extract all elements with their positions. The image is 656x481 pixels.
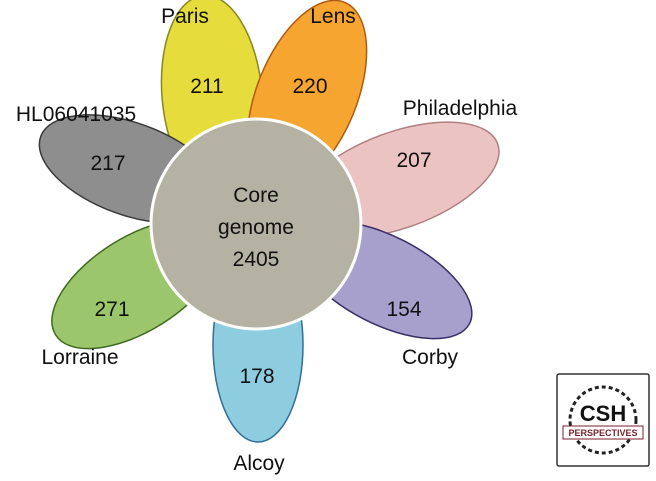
logo-subtitle: PERSPECTIVES: [568, 428, 637, 438]
petal-paris-label: Paris: [161, 5, 209, 28]
petal-corby-label: Corby: [402, 346, 459, 369]
core-genome-label-line2: genome: [218, 216, 294, 239]
core-genome: Core genome 2405: [149, 117, 363, 331]
petal-alcoy-count: 178: [239, 365, 274, 388]
petal-paris-count: 211: [190, 75, 223, 98]
petal-lens-label: Lens: [310, 5, 356, 28]
core-genome-circle: [149, 117, 363, 331]
petal-corby-count: 154: [386, 298, 421, 321]
core-genome-label-line1: Core: [233, 184, 279, 207]
petal-philadelphia-count: 207: [396, 149, 431, 172]
petal-lorraine-count: 271: [94, 298, 129, 321]
petal-hl06041035-label: HL06041035: [16, 103, 136, 126]
logo-ring: [568, 385, 638, 455]
petal-hl06041035-count: 217: [90, 152, 125, 175]
core-genome-count: 2405: [233, 248, 280, 271]
petal-lorraine-label: Lorraine: [41, 346, 118, 369]
petal-lens-count: 220: [292, 75, 327, 98]
petal-philadelphia-label: Philadelphia: [403, 97, 518, 120]
csh-perspectives-logo: CSH PERSPECTIVES: [556, 373, 650, 467]
logo-banner: [562, 425, 644, 440]
petal-alcoy-label: Alcoy: [233, 452, 285, 475]
logo-title: CSH: [580, 401, 626, 426]
